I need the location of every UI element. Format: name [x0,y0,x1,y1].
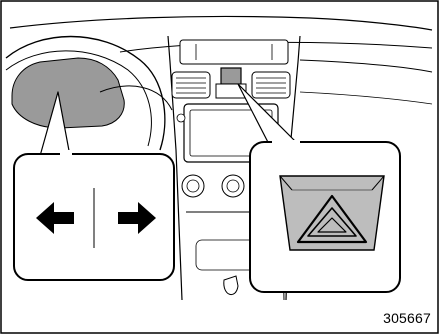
left-climate-knob [182,175,204,197]
callout-join-mask [272,140,300,146]
center-climate-knob [222,175,244,197]
hazard-button-location [221,68,241,84]
figure-code: 305667 [383,310,431,326]
left-air-vent [172,72,210,98]
turn-signal-highlight [12,58,124,128]
left-knob [177,114,185,122]
hazard-button [280,176,384,250]
callout-join-mask [60,150,72,158]
right-air-vent [252,72,290,98]
